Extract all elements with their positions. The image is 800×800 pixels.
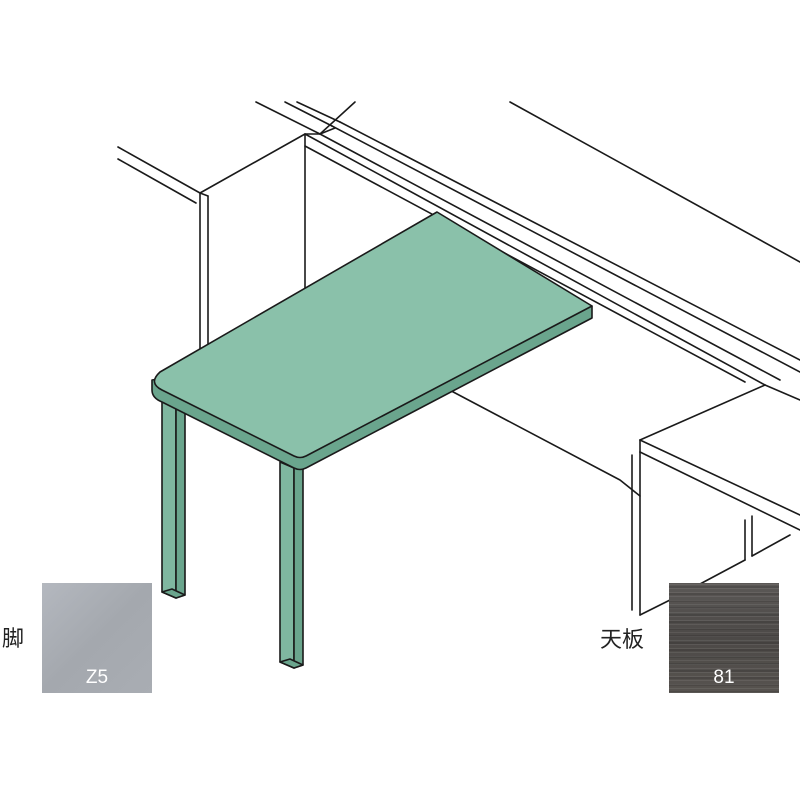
table-top bbox=[151, 211, 593, 471]
tabletop-color-swatch: 81 bbox=[669, 583, 779, 693]
table-leg-left bbox=[161, 391, 186, 599]
table-leg-right bbox=[279, 461, 304, 669]
tabletop-label: 天板 bbox=[600, 628, 645, 653]
tabletop-color-code: 81 bbox=[713, 667, 735, 688]
extension-table bbox=[151, 211, 593, 669]
leg-label: 脚 bbox=[2, 627, 25, 652]
leg-color-swatch: Z5 bbox=[42, 583, 152, 693]
back-rail bbox=[304, 101, 800, 386]
main-desk bbox=[439, 384, 800, 616]
leg-color-code: Z5 bbox=[85, 667, 109, 688]
left-partition-panel bbox=[117, 133, 306, 361]
frame-connector bbox=[255, 101, 356, 135]
